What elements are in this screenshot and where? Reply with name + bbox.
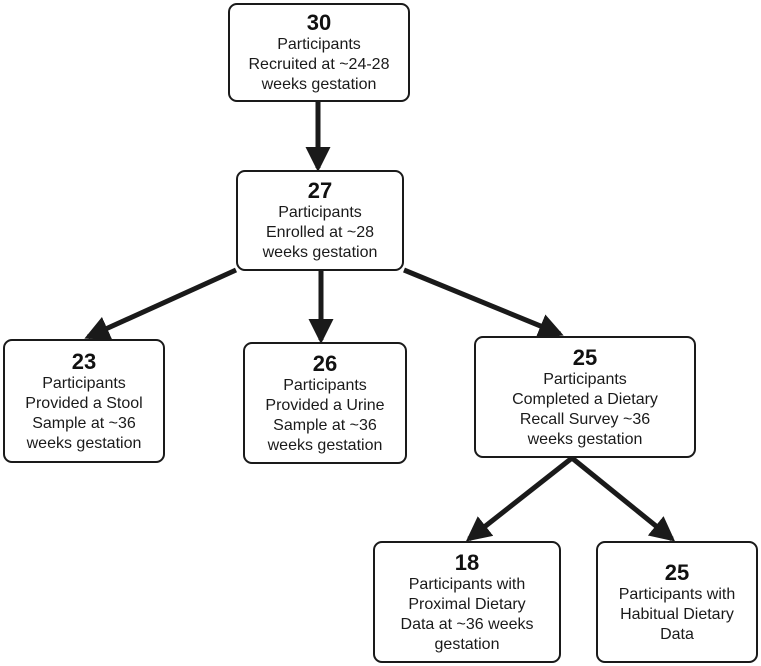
node-habitual-count: 25 bbox=[664, 559, 690, 585]
arrow-dietary-to-proximal bbox=[465, 456, 574, 542]
node-urine-sample: 26 Participants Provided a Urine Sample … bbox=[243, 342, 407, 464]
node-stool-text: Participants Provided a Stool Sample at … bbox=[25, 374, 143, 452]
arrow-dietary-to-habitual bbox=[570, 456, 676, 542]
node-stool-count: 23 bbox=[71, 348, 97, 374]
node-proximal-text: Participants with Proximal Dietary Data … bbox=[400, 575, 534, 653]
node-enrolled-count: 27 bbox=[307, 178, 333, 203]
node-recruited-count: 30 bbox=[306, 10, 332, 35]
node-dietary-count: 25 bbox=[572, 344, 598, 370]
arrow-enrolled-to-dietary bbox=[403, 267, 564, 338]
node-enrolled-text: Participants Enrolled at ~28 weeks gesta… bbox=[262, 204, 378, 261]
node-urine-count: 26 bbox=[312, 350, 338, 376]
node-urine-text: Participants Provided a Urine Sample at … bbox=[265, 376, 385, 454]
node-stool-sample: 23 Participants Provided a Stool Sample … bbox=[3, 339, 165, 463]
arrow-enrolled-to-stool bbox=[84, 267, 238, 340]
node-recruited-text: Participants Recruited at ~24-28 weeks g… bbox=[248, 36, 390, 93]
node-recruited: 30 Participants Recruited at ~24-28 week… bbox=[228, 3, 410, 102]
node-proximal-dietary: 18 Participants with Proximal Dietary Da… bbox=[373, 541, 561, 663]
node-dietary-text: Participants Completed a Dietary Recall … bbox=[512, 370, 658, 448]
node-proximal-count: 18 bbox=[454, 549, 480, 575]
node-habitual-dietary: 25 Participants with Habitual Dietary Da… bbox=[596, 541, 758, 663]
node-enrolled: 27 Participants Enrolled at ~28 weeks ge… bbox=[236, 170, 404, 271]
node-habitual-text: Participants with Habitual Dietary Data bbox=[618, 585, 736, 643]
node-dietary-recall: 25 Participants Completed a Dietary Reca… bbox=[474, 336, 696, 458]
